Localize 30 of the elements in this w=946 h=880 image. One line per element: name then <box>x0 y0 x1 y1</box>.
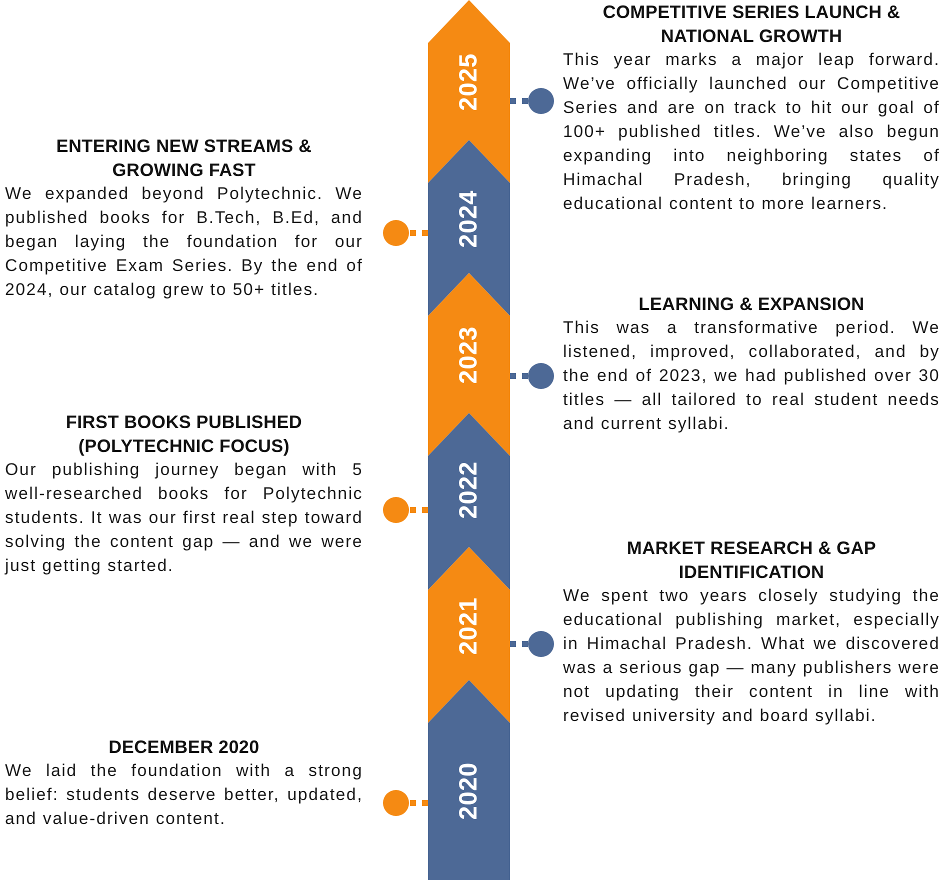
chevron-segment <box>428 140 510 316</box>
year-label: 2020 <box>456 762 482 820</box>
milestone-description: We spent two years closely studying the educational publishing market, especially in Himachal Pradesh. What we discovered was a serious gap — many publishers were not updating their content in line with revised university and board syllabi. <box>563 585 940 727</box>
chevron-segment <box>428 0 510 183</box>
milestone-heading: FIRST BOOKS PUBLISHED (POLYTECHNIC FOCUS) <box>64 411 304 458</box>
milestone-description: We laid the foundation with a strong belief: students deserve better, updated, and value-driven content. <box>5 760 363 830</box>
milestone-description: Our publishing journey began with 5 well-researched books for Polytechnic students. It was our first real step toward solving the content gap — and we were just getting started. <box>5 459 363 577</box>
milestone-description: This year marks a major leap forward. We’ve officially launched our Competitive Series and are on track to hit our goal of 100+ published titles. We’ve also begun expanding into neighboring states of Himachal Pradesh, bringing quality educational content to more learners. <box>563 49 940 215</box>
year-label: 2022 <box>456 461 482 519</box>
year-label: 2021 <box>456 597 482 655</box>
year-label: 2023 <box>456 326 482 384</box>
dotted-connector <box>510 88 554 114</box>
milestone-heading: DECEMBER 2020 <box>108 736 260 759</box>
chevron-segment <box>428 547 510 723</box>
dotted-connector <box>383 497 428 523</box>
milestone-heading: ENTERING NEW STREAMS & GROWING FAST <box>55 135 313 182</box>
dotted-connector <box>383 220 428 246</box>
dotted-connector <box>510 363 554 389</box>
milestone-description: We expanded beyond Polytechnic. We published books for B.Tech, B.Ed, and began laying the foundation for our Competitive Exam Series. By the end of 2024, our catalog grew to 50+ titles. <box>5 183 363 301</box>
milestone-heading: LEARNING & EXPANSION <box>638 293 866 316</box>
chevron-segment <box>428 680 510 880</box>
milestone-description: This was a transformative period. We listened, improved, collaborated, and by the end of 2023, we had published over 30 titles — all tailored to real student needs and current syllabi. <box>563 317 940 435</box>
dotted-connector <box>383 790 428 816</box>
year-label: 2024 <box>456 190 482 248</box>
chevron-segment <box>428 273 510 456</box>
milestone-heading: COMPETITIVE SERIES LAUNCH & NATIONAL GROWTH <box>602 1 902 48</box>
chevron-segment <box>428 413 510 590</box>
milestone-heading: MARKET RESEARCH & GAP IDENTIFICATION <box>626 537 878 584</box>
dotted-connector <box>510 631 554 657</box>
year-label: 2025 <box>456 53 482 111</box>
